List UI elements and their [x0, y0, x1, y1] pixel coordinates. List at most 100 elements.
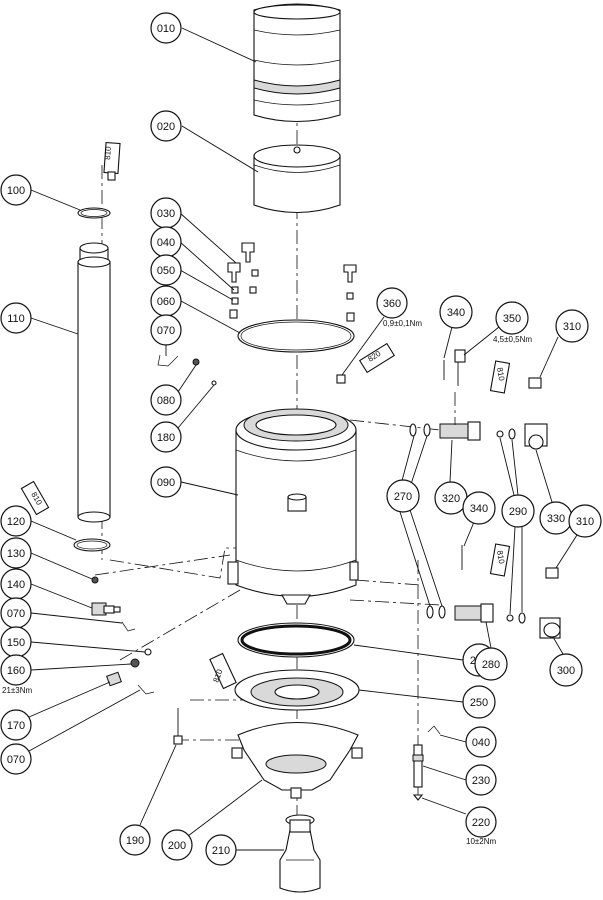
part-right-fittings	[336, 264, 357, 384]
callout-210	[205, 834, 237, 866]
callout-220	[465, 806, 497, 838]
part-190-screw	[173, 708, 183, 745]
callout-label: 290	[509, 506, 527, 518]
callout-110	[0, 302, 32, 334]
torque-note-350: 4,5±0,5Nm	[493, 335, 532, 344]
guide-line-h	[354, 579, 421, 586]
part-250-plate	[234, 669, 360, 711]
callout-090	[150, 466, 182, 498]
callout-350	[495, 301, 529, 335]
callout-120	[0, 505, 32, 537]
callout-340	[439, 295, 473, 329]
callout-label: 090	[157, 477, 175, 489]
callout-label: 080	[157, 395, 175, 407]
part-110-tube	[77, 242, 111, 523]
callout-label: 140	[7, 579, 25, 591]
adhesive-tube-3: 820	[358, 342, 396, 374]
callout-label: 010	[157, 23, 175, 35]
adhesive-tube-6: 810	[209, 652, 237, 690]
part-260-o-ring	[237, 622, 355, 658]
callout-label: 070	[157, 325, 175, 337]
callout-250	[462, 685, 496, 719]
callout-label: 030	[157, 208, 175, 220]
callout-label: 230	[472, 775, 490, 787]
callout-label: 120	[7, 516, 25, 528]
callout-300	[549, 653, 583, 687]
callout-label: 070	[7, 754, 25, 766]
callout-040-b	[465, 726, 497, 758]
adhesive-tube-4: 810	[489, 360, 511, 394]
callout-label: 130	[7, 548, 25, 560]
callout-label: 100	[7, 185, 25, 197]
callout-label: 320	[442, 493, 460, 505]
adhesive-label-4: 810	[495, 367, 506, 382]
callout-label: 040	[157, 237, 175, 249]
callout-label: 020	[157, 121, 175, 133]
part-170-fitting	[106, 671, 155, 695]
callout-230	[465, 764, 497, 796]
callout-180	[150, 421, 182, 453]
callout-label: 250	[470, 697, 488, 709]
callout-label: 110	[7, 313, 25, 325]
adhesive-tube-1: 810	[103, 141, 121, 181]
callout-310	[555, 309, 589, 343]
callout-010	[150, 12, 182, 44]
callout-label: 310	[576, 516, 594, 528]
callout-label: 300	[557, 665, 575, 677]
callout-label: 170	[7, 720, 25, 732]
part-020-cover	[253, 144, 341, 214]
callout-340-b	[462, 491, 496, 525]
callout-100	[0, 174, 32, 206]
callout-050	[150, 254, 182, 286]
callout-label: 070	[7, 608, 25, 620]
part-230-sensor	[412, 744, 424, 788]
callout-190	[119, 824, 151, 856]
callout-label: 340	[470, 503, 488, 515]
part-180-pin	[211, 380, 217, 386]
lower-valve-assembly	[426, 545, 561, 639]
callout-280	[474, 647, 508, 681]
part-090-main-housing	[227, 408, 359, 605]
callout-label: 210	[212, 845, 230, 857]
torque-note-160: 21±3Nm	[2, 686, 33, 695]
part-130-nut	[91, 576, 99, 584]
torque-note-360: 0,9±0,1Nm	[383, 319, 422, 328]
part-060-o-ring	[237, 319, 355, 353]
callout-label: 160	[7, 665, 25, 677]
callout-label: 150	[7, 637, 25, 649]
callout-020	[150, 110, 182, 142]
adhesive-label-1: 810	[103, 146, 113, 160]
callout-270	[386, 479, 420, 513]
part-070-clip-2	[121, 621, 136, 632]
part-200-bottom-funnel	[231, 721, 363, 799]
callout-080	[150, 384, 182, 416]
adhesive-tube-2: 810	[20, 480, 50, 516]
callout-label: 190	[126, 835, 144, 847]
callout-label: 310	[563, 321, 581, 333]
part-010-top-sleeve	[253, 3, 341, 123]
callout-290	[501, 494, 535, 528]
callout-310-b	[568, 504, 602, 538]
part-060-o-ring-inner	[240, 321, 352, 351]
part-040-clip-b	[427, 725, 441, 735]
part-080-screw	[192, 358, 200, 366]
callout-070	[150, 314, 182, 346]
callout-200	[161, 829, 193, 861]
part-210-container	[279, 814, 321, 893]
callout-label: 360	[383, 298, 401, 310]
upper-valve-assembly	[409, 349, 548, 450]
adhesive-label-5: 810	[495, 550, 506, 565]
callout-130	[0, 537, 32, 569]
part-160-bolt	[130, 658, 140, 668]
callout-label: 270	[394, 491, 412, 503]
callout-label: 040	[472, 737, 490, 749]
callout-label: 180	[157, 432, 175, 444]
part-150-washer	[144, 648, 152, 656]
callout-160	[0, 654, 32, 686]
callout-label: 220	[472, 817, 490, 829]
guide-line-d	[349, 599, 441, 606]
part-140-valve	[91, 602, 121, 616]
callout-label: 330	[547, 513, 565, 525]
guide-line-f	[119, 589, 241, 661]
